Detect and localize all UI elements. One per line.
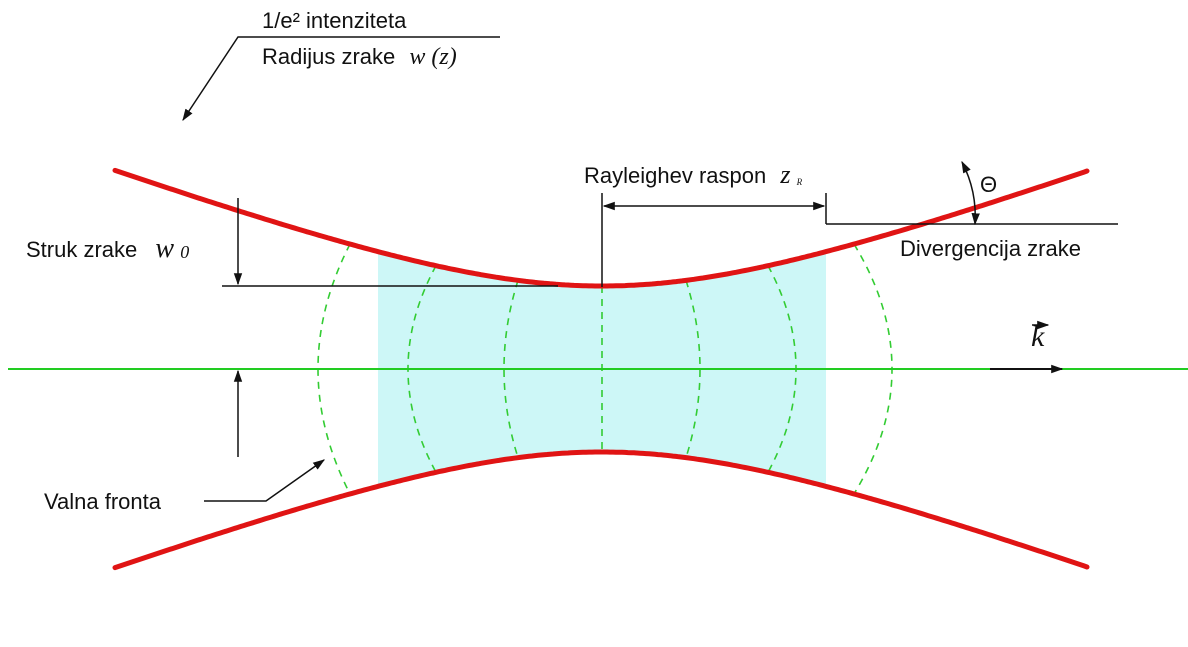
wavefront-leader-line — [204, 459, 325, 502]
beam-radius-symbol: w (z) — [409, 44, 456, 70]
rayleigh-symbol: z — [779, 160, 790, 189]
rayleigh-subscript: R — [796, 177, 803, 187]
waist-subscript: 0 — [180, 242, 189, 262]
beam-radius-label: Radijus zrake w (z) — [262, 44, 457, 70]
divergence-label: Divergencija zrake — [900, 236, 1081, 261]
wavefront-label: Valna fronta — [44, 489, 162, 514]
wavefront-arc — [685, 280, 701, 458]
rayleigh-range-text: Rayleighev raspon — [584, 163, 766, 188]
beam-radius-leader-line — [182, 36, 500, 122]
beam-waist-label: Struk zrake w 0 — [26, 233, 189, 264]
divergence-angle-arc — [961, 160, 980, 226]
rayleigh-range-label: Rayleighev raspon z R — [584, 160, 803, 189]
beam-envelope-lower — [112, 449, 1090, 571]
beam-radius-text: Radijus zrake — [262, 44, 395, 69]
intensity-label: 1/e² intenziteta — [262, 8, 407, 33]
theta-label: Θ — [980, 172, 997, 197]
wavefront-arc — [503, 280, 519, 458]
waist-symbol: w — [155, 233, 174, 264]
beam-waist-text: Struk zrake — [26, 237, 137, 262]
